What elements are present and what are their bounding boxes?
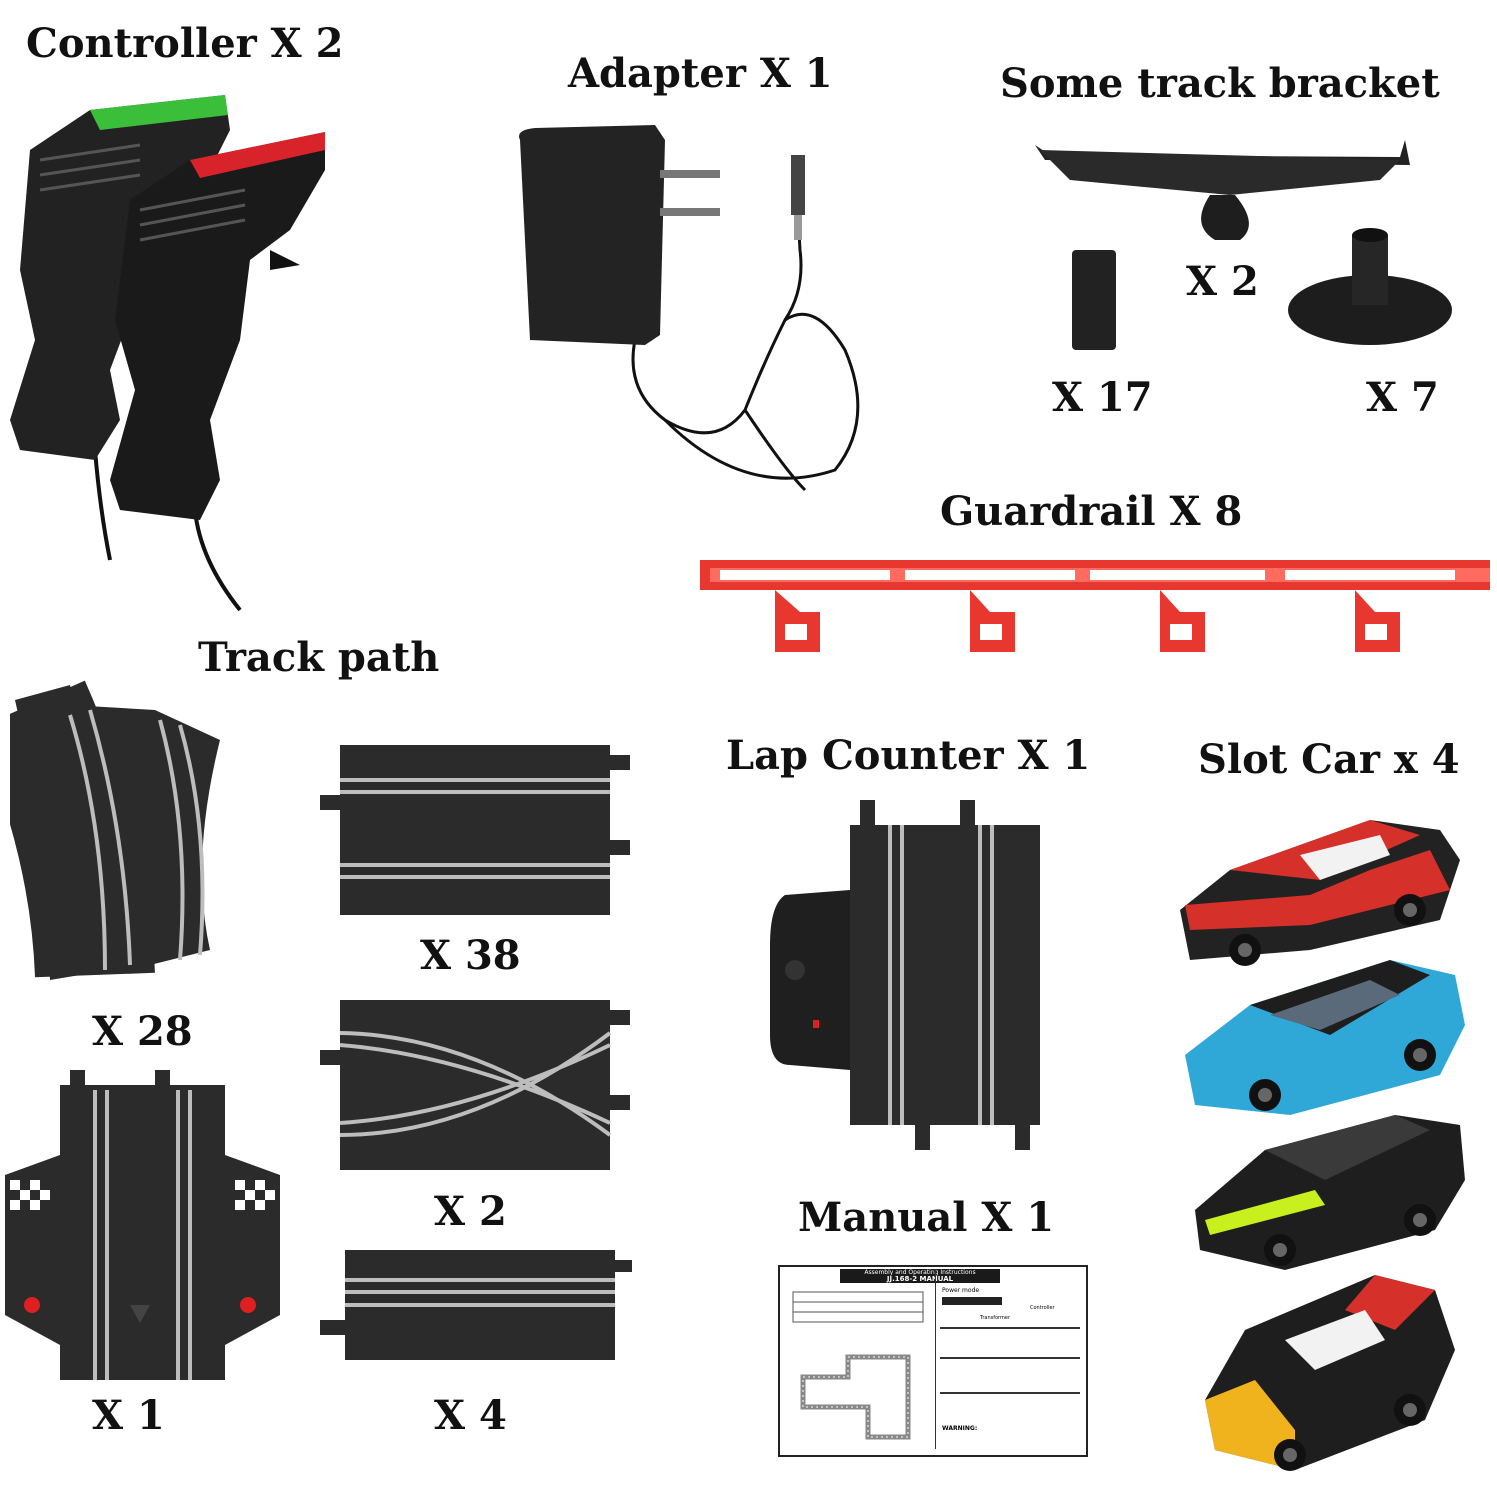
manual-warning: WARNING: [942,1425,978,1432]
slot-car-black [1195,1115,1465,1270]
straight-track-icon [315,740,635,920]
bracket-icon [1030,135,1470,365]
start-track-icon [0,1065,290,1385]
cross-qty-label: X 2 [434,1188,507,1235]
bracket-x2-label: X 2 [1186,258,1259,305]
lap-counter-icon [765,795,1050,1155]
manual-header-bar: Assembly and Operating Instructions JJ.1… [840,1269,1000,1283]
short-qty-label: X 4 [434,1392,507,1439]
curve-track-icon [10,680,240,990]
manual-layout-diagram [792,1291,924,1440]
cross-track-icon [315,995,635,1175]
slot-car-yellow [1205,1275,1455,1471]
manual-track-image [942,1297,1002,1305]
short-track-icon [315,1245,635,1365]
manual-rule-2 [940,1357,1080,1359]
controller-label: Controller X 2 [26,20,344,67]
slot-car-label: Slot Car x 4 [1198,736,1460,783]
bracket-label: Some track bracket [1000,60,1440,107]
lap-counter-label: Lap Counter X 1 [726,732,1091,779]
slot-car-red [1180,820,1460,966]
start-qty-label: X 1 [92,1392,165,1439]
bracket-x17-label: X 17 [1052,374,1153,421]
slot-car-blue [1185,960,1465,1115]
manual-transformer: Transformer [980,1315,1011,1321]
manual-header: Assembly and Operating Instructions [864,1269,976,1276]
manual-title: JJ.168-2 MANUAL [886,1275,954,1283]
bracket-x7-label: X 7 [1366,374,1439,421]
straight-qty-label: X 38 [420,932,521,979]
controller-green-top [90,95,228,130]
manual-rule-3 [940,1392,1080,1394]
guardrail-label: Guardrail X 8 [940,488,1243,535]
manual-label: Manual X 1 [798,1194,1055,1241]
adapter-icon [515,120,895,510]
manual-power-mode: Power mode [942,1287,980,1294]
manual-divider [935,1269,936,1449]
adapter-label: Adapter X 1 [568,50,833,97]
curve-qty-label: X 28 [92,1008,193,1055]
track-path-label: Track path [198,634,440,681]
manual-controller: Controller [1030,1305,1055,1311]
guardrail-icon [690,552,1496,662]
controller-icon [0,90,340,620]
controller-red-top [190,132,325,178]
manual-icon: Assembly and Operating Instructions JJ.1… [778,1265,1088,1457]
manual-rule-1 [940,1327,1080,1329]
slot-car-icon [1170,810,1470,1490]
